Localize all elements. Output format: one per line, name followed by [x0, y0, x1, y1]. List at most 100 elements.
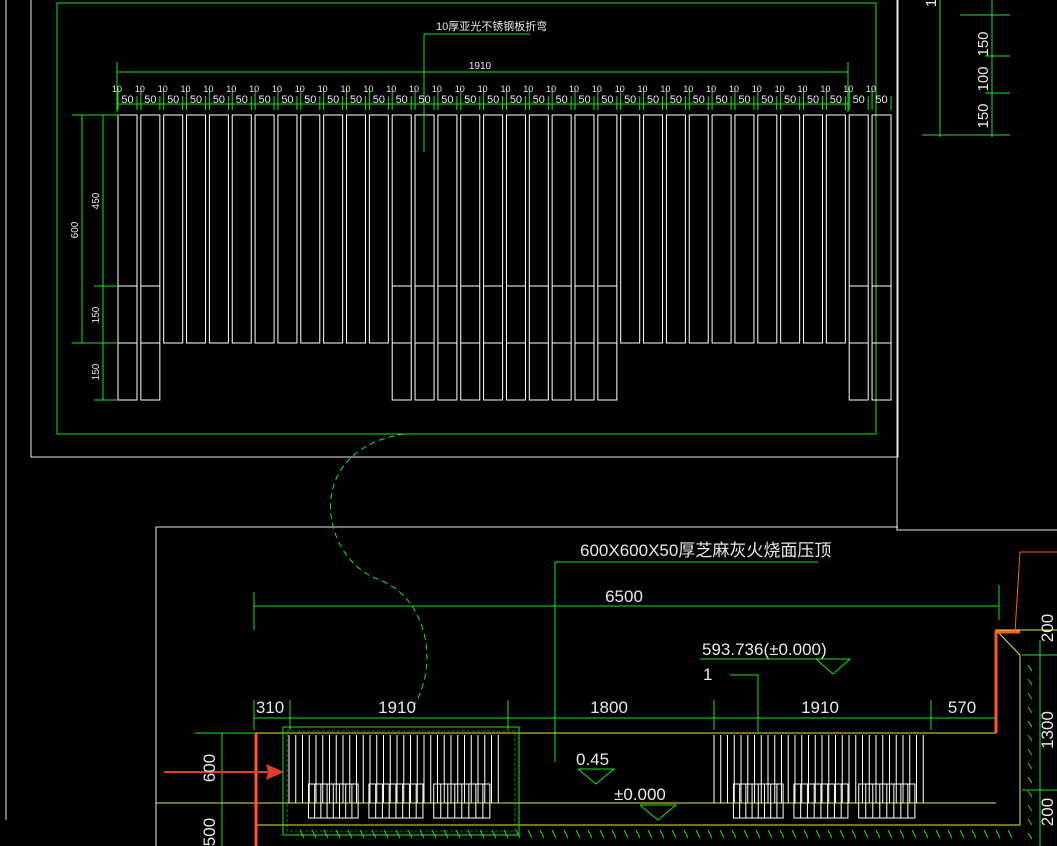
hatch-mark [851, 829, 857, 839]
plate-short [780, 114, 801, 344]
plate-long [460, 114, 481, 401]
hatch-mark [839, 829, 845, 839]
segment-dim-1910-a: 1910 [378, 698, 416, 717]
level-symbol-a [577, 768, 616, 785]
gap-dim-label: 10 [866, 84, 876, 94]
right-border-line [994, 630, 1020, 733]
height-lower-label: 150 [91, 363, 102, 380]
plate-width-label: 50 [464, 94, 476, 106]
hatch-mark [407, 829, 413, 839]
hatch-mark [995, 829, 1001, 839]
plate-width-label: 50 [327, 94, 339, 106]
hatch-mark [587, 829, 593, 839]
leader-note: 10厚亚光不锈钢板折弯 [436, 19, 547, 33]
level-b-label: ±0.000 [614, 785, 666, 804]
hatch-mark [971, 829, 977, 839]
gap-dim-labels: 1050105010501050105010501050105010501050… [112, 84, 888, 106]
plate-width-label: 50 [213, 94, 225, 106]
gap-dim-label: 10 [112, 84, 122, 94]
gap-dim-label: 10 [340, 84, 350, 94]
plate-width-label: 50 [556, 94, 568, 106]
hatch-mark [551, 829, 557, 839]
gap-dim-label: 10 [797, 84, 807, 94]
hatch-mark [779, 829, 785, 839]
plate-width-label: 50 [715, 94, 727, 106]
plate-width-label: 50 [304, 94, 316, 106]
hatch-mark [1027, 678, 1033, 686]
gap-dim-label: 10 [272, 84, 282, 94]
hatch-mark [695, 829, 701, 839]
plate-width-label: 50 [670, 94, 682, 106]
hatch-mark [1027, 818, 1033, 826]
plate-short [688, 114, 709, 344]
overall-dim-label: 1910 [469, 61, 492, 72]
hatch-mark [707, 829, 713, 839]
gap-dim-label: 10 [363, 84, 373, 94]
hatch-mark [455, 829, 461, 839]
plate-long [414, 114, 435, 401]
plate-width-label: 50 [601, 94, 613, 106]
hatch-mark [599, 829, 605, 839]
segment-dim-310: 310 [256, 698, 284, 717]
plate-short [757, 114, 778, 344]
tr-dim-150-b: 150 [975, 103, 992, 128]
hatch-mark [623, 829, 629, 839]
hatch-mark [479, 829, 485, 839]
hatch-mark [815, 829, 821, 839]
plate-width-label: 50 [121, 94, 133, 106]
plate-short [665, 114, 686, 344]
height-upper-label: 450 [91, 192, 102, 209]
hatch-mark [1027, 804, 1033, 812]
hatch-mark [635, 829, 641, 839]
plate-width-label: 50 [236, 94, 248, 106]
height-total-label: 600 [70, 221, 81, 238]
hatch-mark [347, 829, 353, 839]
hatch-mark [1027, 832, 1033, 840]
gap-dim-label: 10 [455, 84, 465, 94]
plate-width-label: 50 [624, 94, 636, 106]
top-right-fragment: 150 100 150 1 [922, 0, 1010, 137]
hatch-mark [335, 829, 341, 839]
plate-short [620, 114, 641, 344]
gap-dim-label: 10 [683, 84, 693, 94]
hatch-mark [1027, 790, 1033, 798]
plate-width-label: 50 [418, 94, 430, 106]
plate-long [597, 114, 618, 401]
plate-width-label: 50 [258, 94, 270, 106]
gap-dim-label: 10 [752, 84, 762, 94]
detail-dimensions [72, 33, 849, 401]
hatch-mark [827, 829, 833, 839]
plate-group-left-inner [286, 730, 516, 832]
plate-short [277, 114, 298, 344]
level-a-label: 0.45 [576, 750, 609, 769]
hatch-mark [923, 829, 929, 839]
plate-width-label: 50 [578, 94, 590, 106]
plate-short [803, 114, 823, 344]
plate-long [391, 114, 412, 401]
gap-dim-label: 10 [638, 84, 648, 94]
plate-width-label: 50 [281, 94, 293, 106]
hatch-mark [1027, 664, 1033, 672]
plate-group-left-outline [282, 726, 520, 836]
hatch-mark [1027, 720, 1033, 728]
gap-dim-label: 10 [409, 84, 419, 94]
hatch-mark [659, 829, 665, 839]
tr-partial-label: 1 [923, 0, 940, 7]
gap-dim-label: 10 [386, 84, 396, 94]
elevation-symbol [815, 658, 852, 675]
hatch-mark [371, 829, 377, 839]
top-right-frame [896, 0, 1057, 531]
plate-short [368, 114, 389, 344]
plate-long [140, 114, 161, 401]
left-dim-500: 500 [200, 818, 219, 846]
detail-callout-curve [330, 433, 428, 713]
plate-short [346, 114, 366, 344]
plate-width-label: 50 [807, 94, 819, 106]
hatch-mark [671, 829, 677, 839]
hatch-mark [983, 829, 989, 839]
segment-dim-1800: 1800 [590, 698, 628, 717]
plate-long [505, 114, 526, 401]
left-dim-600: 600 [200, 754, 219, 782]
hatch-mark [611, 829, 617, 839]
